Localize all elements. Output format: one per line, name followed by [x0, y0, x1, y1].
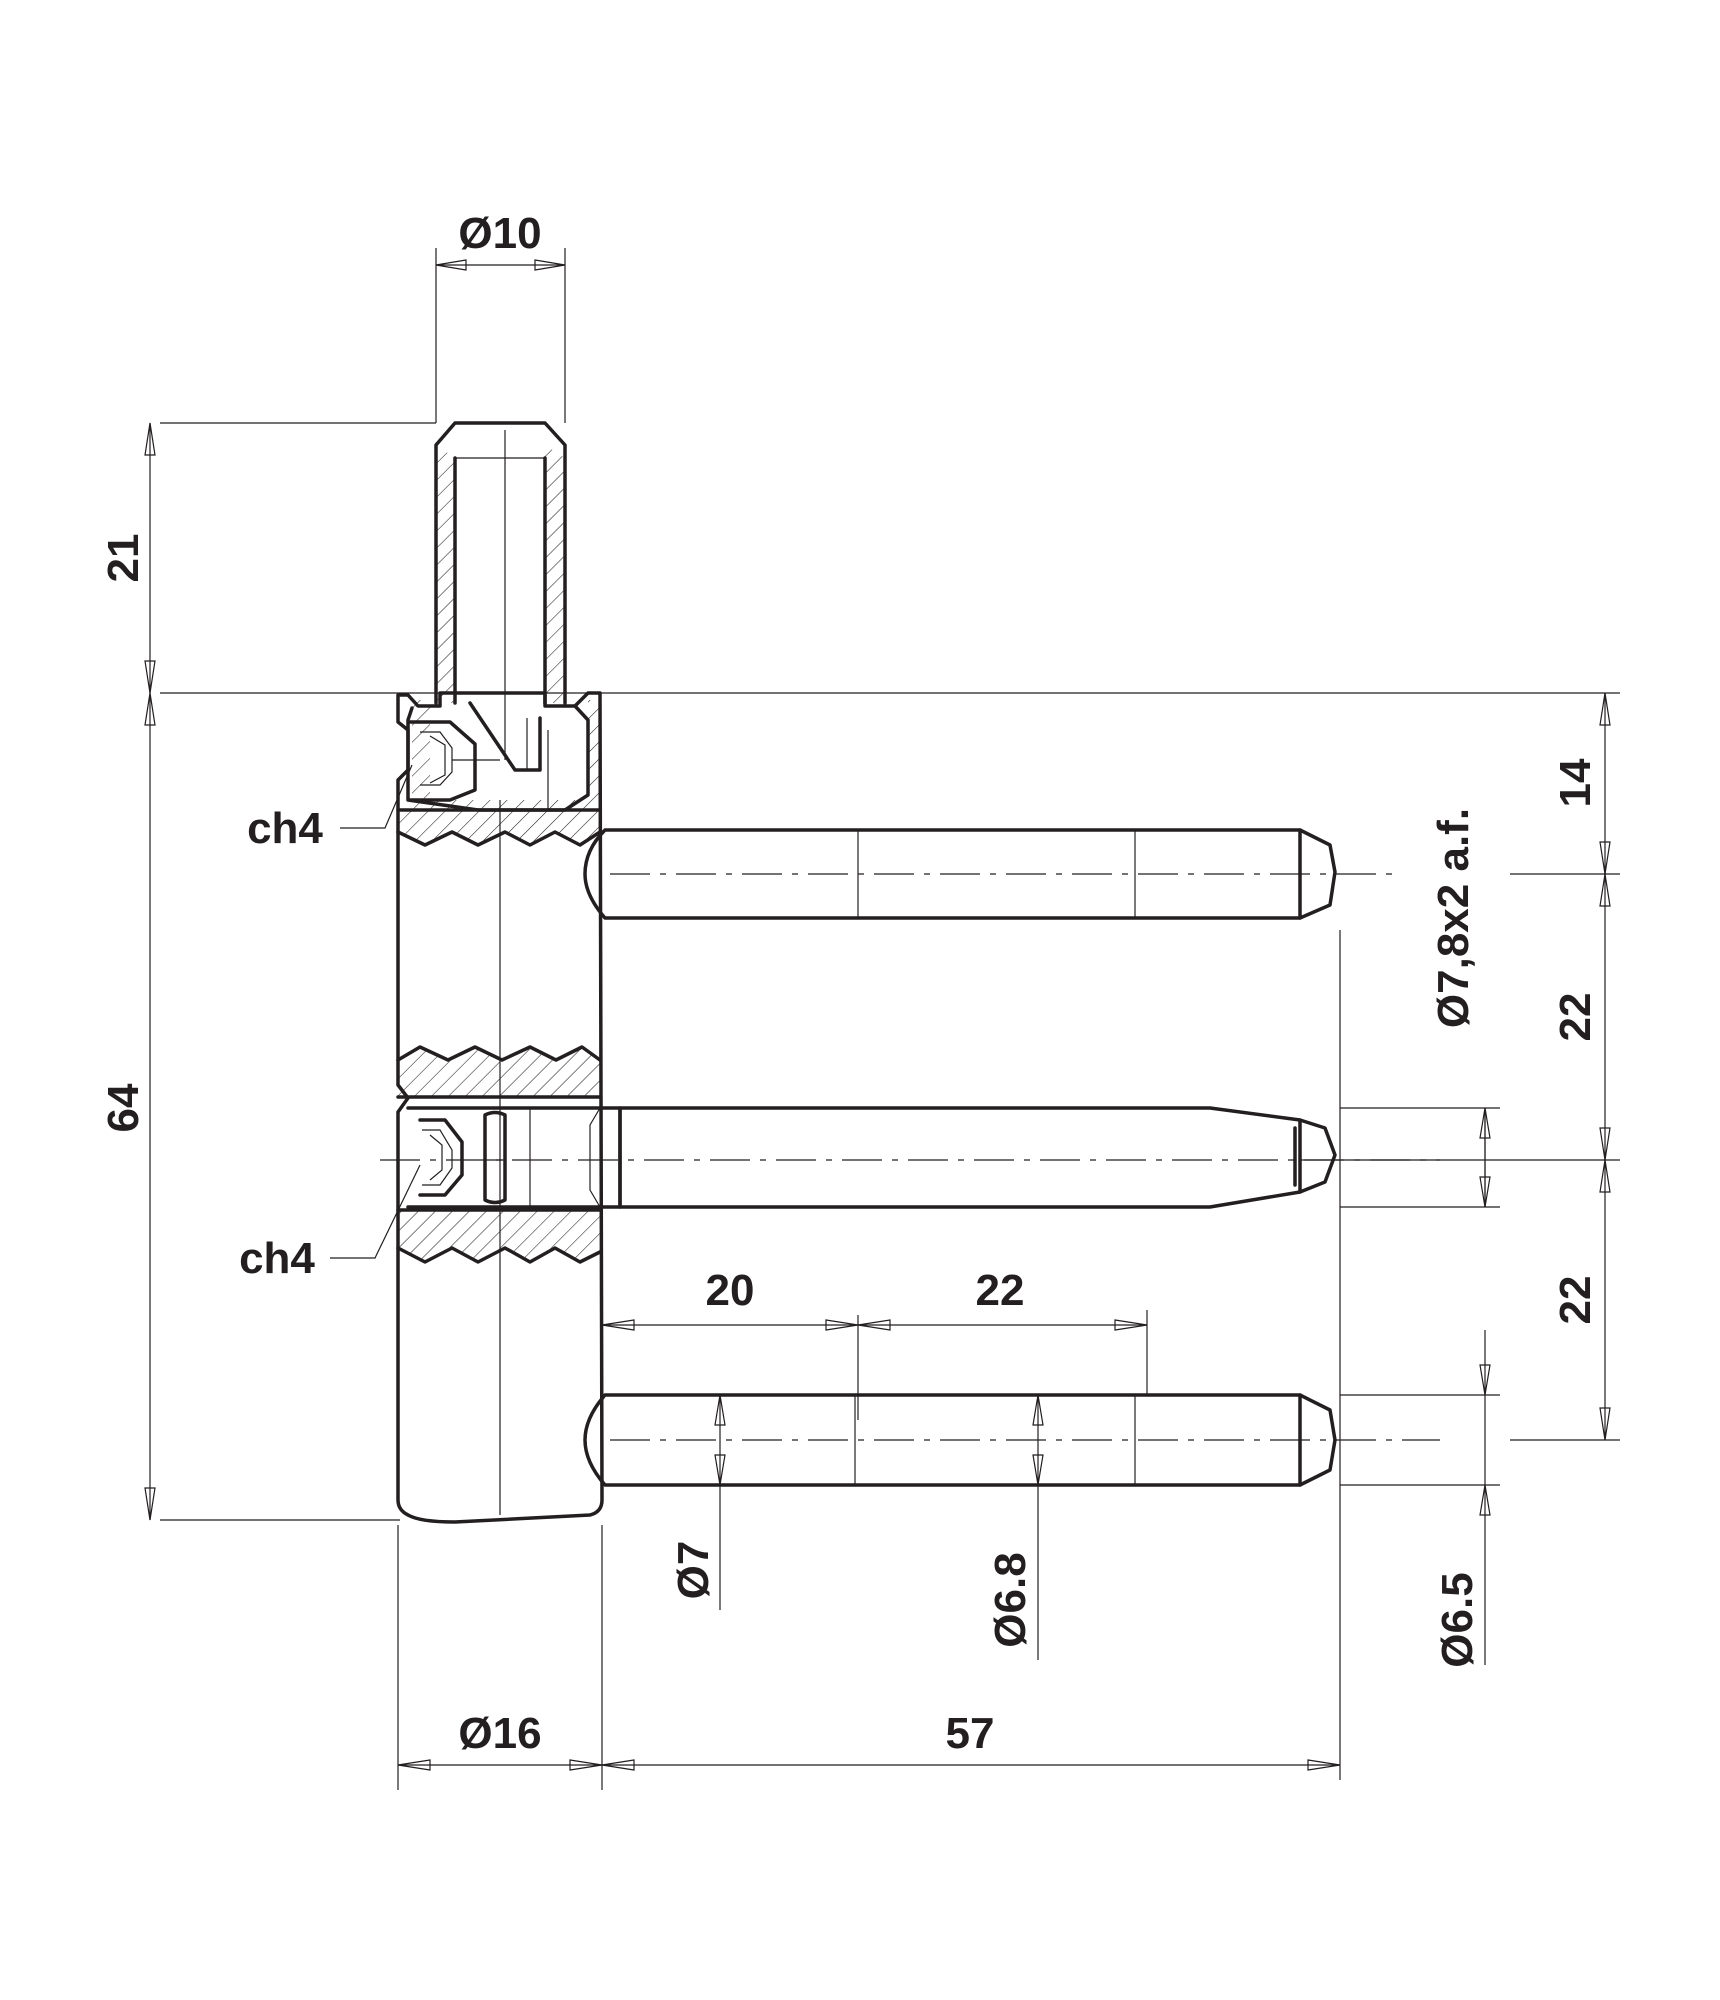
centre-lines — [380, 873, 1440, 1441]
top-pin — [408, 421, 567, 802]
hatch-middle — [398, 1047, 600, 1097]
middle-bolt-outline — [618, 1106, 1337, 1209]
break-line-middle — [396, 1045, 602, 1062]
circlip — [483, 1110, 507, 1205]
dim-overall-height: 64 — [99, 1083, 148, 1132]
pin-hatch — [436, 445, 565, 703]
hatch-top — [400, 700, 600, 810]
upper-dowel-outline — [583, 828, 1337, 920]
middle-bolt — [406, 1106, 1337, 1209]
dim-pin-diameter: Ø10 — [458, 209, 541, 258]
hex-socket-middle — [418, 1118, 464, 1197]
hatch-lower — [398, 1210, 600, 1262]
break-line-lower — [396, 1246, 602, 1264]
extension-lines — [160, 248, 1620, 1790]
dim-pin-length: 21 — [99, 534, 148, 583]
dim-offset-top: 14 — [1551, 758, 1600, 807]
break-line-upper — [396, 830, 602, 847]
dim-dia-tip: Ø6.5 — [1433, 1572, 1482, 1667]
dim-dia-second: Ø6.8 — [986, 1552, 1035, 1647]
middle-bolt-collar — [406, 1106, 622, 1209]
dim-dia-first: Ø7 — [669, 1541, 718, 1600]
pin-outline — [434, 421, 567, 705]
dim-segment-second: 22 — [976, 1266, 1025, 1315]
label-hex-middle: ch4 — [239, 1234, 315, 1283]
dim-spacing-lower: 22 — [1551, 1276, 1600, 1325]
dim-spacing-upper: 22 — [1551, 993, 1600, 1042]
dim-middle-bolt: Ø7,8x2 a.f. — [1429, 808, 1478, 1028]
dim-overall-length: 57 — [946, 1709, 995, 1758]
dim-body-diameter: Ø16 — [458, 1709, 541, 1758]
hex-socket-top — [408, 720, 500, 802]
label-hex-top: ch4 — [247, 804, 323, 853]
dimension-labels: Ø10 21 64 14 22 22 Ø7,8x2 a.f. ch4 ch4 2… — [99, 209, 1600, 1758]
dimension-lines — [144, 259, 1611, 1771]
hinge-body — [396, 691, 604, 1524]
lower-dowel-outline — [583, 1393, 1337, 1487]
dim-segment-first: 20 — [706, 1266, 755, 1315]
hatch-top-band — [398, 810, 600, 845]
